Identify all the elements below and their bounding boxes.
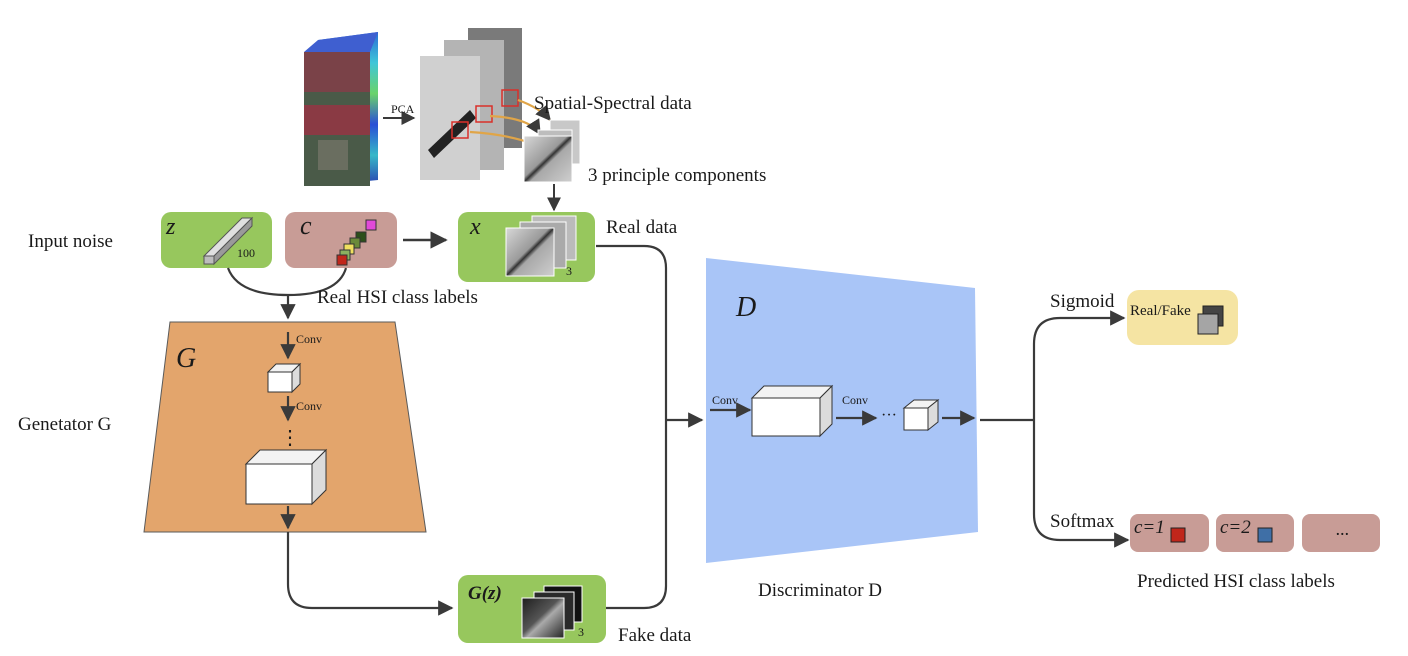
arrow-to-sigmoid (1032, 310, 1126, 420)
class-label-stack (336, 219, 377, 266)
generator-block (143, 321, 427, 533)
gz-count-3: 3 (578, 625, 584, 639)
predicted-labels: Predicted HSI class labels (1137, 571, 1335, 592)
g-conv-label-2: Conv (296, 399, 323, 413)
softmax-label: Softmax (1050, 511, 1115, 532)
g-large-cube (244, 448, 328, 506)
principle-components-label: 3 principle components (588, 165, 767, 186)
class2-label: c=2 (1220, 517, 1251, 538)
noise-vector (202, 216, 254, 266)
g-vertical-ellipsis: ⋮ (280, 427, 300, 449)
patch-arrow-3 (517, 98, 551, 122)
node-x: x (470, 214, 481, 240)
node-g: G (176, 343, 197, 374)
discriminator-label: Discriminator D (758, 580, 883, 601)
class-more-label: ... (1336, 519, 1350, 539)
discriminator-block (706, 258, 978, 563)
class2-swatch (1257, 527, 1273, 543)
real-fake-icon (1197, 305, 1224, 335)
d-conv-label-1: Conv (712, 393, 739, 407)
node-gz: G(z) (468, 583, 502, 604)
x-count-3: 3 (566, 264, 572, 278)
real-data-label: Real data (606, 217, 678, 238)
g-conv-label-1: Conv (296, 332, 323, 346)
class1-swatch (1170, 527, 1186, 543)
class2-box (1216, 514, 1294, 552)
fake-data-patches (521, 585, 583, 639)
pca-label: PCA (391, 102, 415, 116)
d-horizontal-ellipsis: ··· (881, 407, 897, 424)
real-hsi-class-labels: Real HSI class labels (317, 287, 478, 308)
class-more-box (1302, 514, 1380, 552)
sigmoid-label: Sigmoid (1050, 291, 1115, 312)
real-fake-label: Real/Fake (1130, 303, 1191, 319)
input-noise-label: Input noise (28, 231, 113, 252)
hyperspectral-cube (304, 32, 378, 186)
fake-data-label: Fake data (618, 625, 692, 646)
fake-data-line (606, 420, 668, 610)
d-large-cube (750, 384, 834, 438)
node-c: c (300, 211, 312, 240)
count-100: 100 (237, 246, 255, 260)
arrow-to-softmax (1032, 420, 1130, 548)
arrow-g-to-gz (286, 532, 454, 616)
generator-label: Genetator G (18, 414, 112, 435)
real-data-patches (505, 215, 577, 277)
node-z: z (166, 214, 176, 240)
spatial-spectral-label: Spatial-Spectral data (534, 93, 692, 114)
pca-component-stack (420, 28, 522, 180)
g-small-cube (266, 362, 302, 394)
d-small-cube (902, 398, 940, 432)
class1-box (1130, 514, 1209, 552)
class1-label: c=1 (1134, 517, 1165, 538)
node-d: D (736, 292, 757, 323)
principle-components-patches (523, 119, 581, 183)
d-conv-label-2: Conv (842, 393, 869, 407)
real-data-line (596, 244, 668, 420)
